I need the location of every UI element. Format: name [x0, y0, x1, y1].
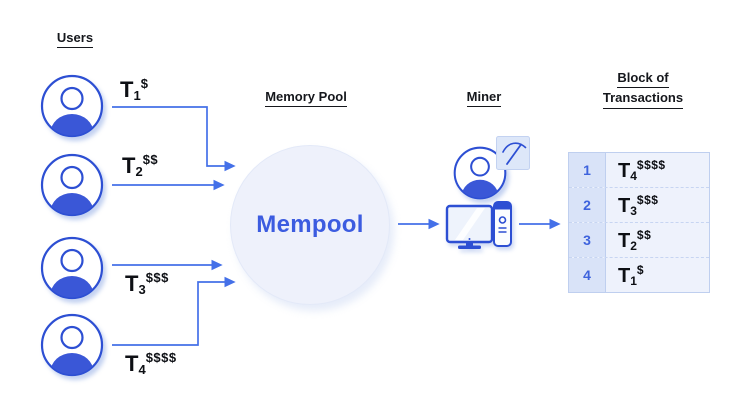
tx-label-t4: T4$$$$	[125, 350, 177, 377]
pickaxe-icon	[496, 136, 530, 170]
mempool-label: Mempool	[256, 211, 364, 238]
block-row-1: 1 T4$$$$	[569, 153, 709, 187]
block-row-3-position: 3	[569, 223, 606, 257]
block-row-4-position: 4	[569, 258, 606, 292]
arrow-user1-to-mempool	[112, 106, 236, 172]
block-row-4: 4 T1$	[569, 257, 709, 292]
block-of-transactions-heading: Block of Transactions	[583, 70, 703, 109]
block-row-4-transaction: T1$	[618, 262, 645, 288]
block-of-transactions-table: 1 T4$$$$ 2 T3$$$ 3 T2$$ 4 T1$	[568, 152, 710, 293]
block-row-2-transaction: T3$$$	[618, 192, 659, 218]
desktop-computer-icon	[445, 201, 512, 249]
memory-pool-heading: Memory Pool	[246, 89, 366, 107]
user4-avatar-icon	[40, 313, 104, 377]
arrow-user4-to-mempool	[112, 276, 236, 346]
users-heading: Users	[45, 30, 105, 48]
tx-label-t1: T1$	[120, 76, 149, 103]
mempool-circle: Mempool	[230, 145, 390, 305]
block-row-2: 2 T3$$$	[569, 187, 709, 222]
block-row-1-position: 1	[569, 153, 606, 187]
block-row-1-transaction: T4$$$$	[618, 157, 666, 183]
user2-avatar-icon	[40, 153, 104, 217]
user3-avatar-icon	[40, 236, 104, 300]
block-row-3: 3 T2$$	[569, 222, 709, 257]
tx-label-t2: T2$$	[122, 152, 159, 179]
block-row-2-position: 2	[569, 188, 606, 222]
miner-heading: Miner	[444, 89, 524, 107]
tx-label-t3: T3$$$	[125, 270, 169, 297]
user1-avatar-icon	[40, 74, 104, 138]
miner-avatar-icon	[453, 146, 507, 200]
block-row-3-transaction: T2$$	[618, 227, 652, 253]
